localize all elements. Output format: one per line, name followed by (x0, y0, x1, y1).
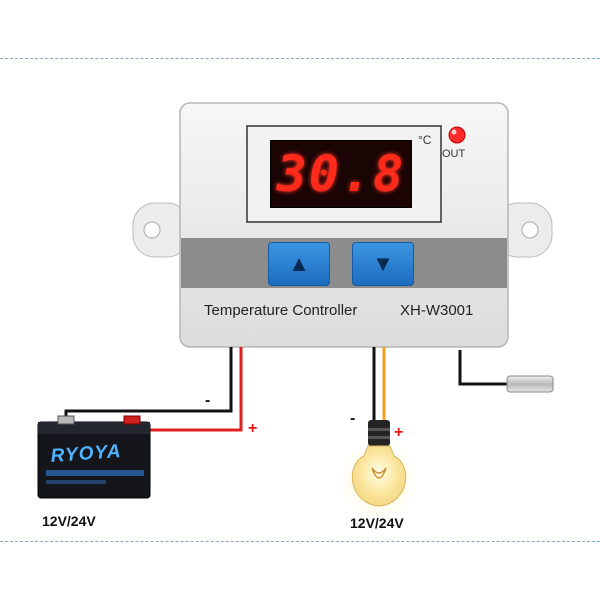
celsius-unit-label: °C (418, 133, 432, 147)
decrease-button[interactable]: ▼ (352, 242, 414, 286)
up-arrow-icon: ▲ (288, 251, 310, 276)
temperature-readout: 30.8 (276, 145, 406, 203)
lamp-voltage-label: 12V/24V (350, 515, 404, 531)
battery-voltage-label: 12V/24V (42, 513, 96, 529)
battery-positive-wire (130, 347, 243, 432)
probe-wire (458, 350, 509, 386)
battery-negative-wire (64, 347, 233, 425)
temperature-probe (506, 375, 554, 393)
device-title: Temperature Controller (204, 302, 358, 319)
light-bulb (339, 420, 419, 521)
button-strip (181, 238, 507, 288)
out-indicator-led (448, 126, 466, 144)
led-highlight (451, 129, 457, 135)
battery-positive-marker: + (248, 420, 258, 437)
device-model: XH-W3001 (400, 302, 474, 319)
temperature-display: 30.8 (270, 140, 412, 208)
lamp-negative-marker: - (350, 410, 356, 427)
battery (37, 415, 151, 499)
bottom-dashed-divider (0, 541, 600, 542)
battery-negative-marker: - (205, 392, 211, 409)
down-arrow-icon: ▼ (372, 251, 394, 276)
top-dashed-divider (0, 58, 600, 59)
out-label: OUT (442, 148, 466, 160)
increase-button[interactable]: ▲ (268, 242, 330, 286)
lamp-positive-marker: + (394, 424, 404, 441)
mounting-ears (132, 202, 553, 258)
